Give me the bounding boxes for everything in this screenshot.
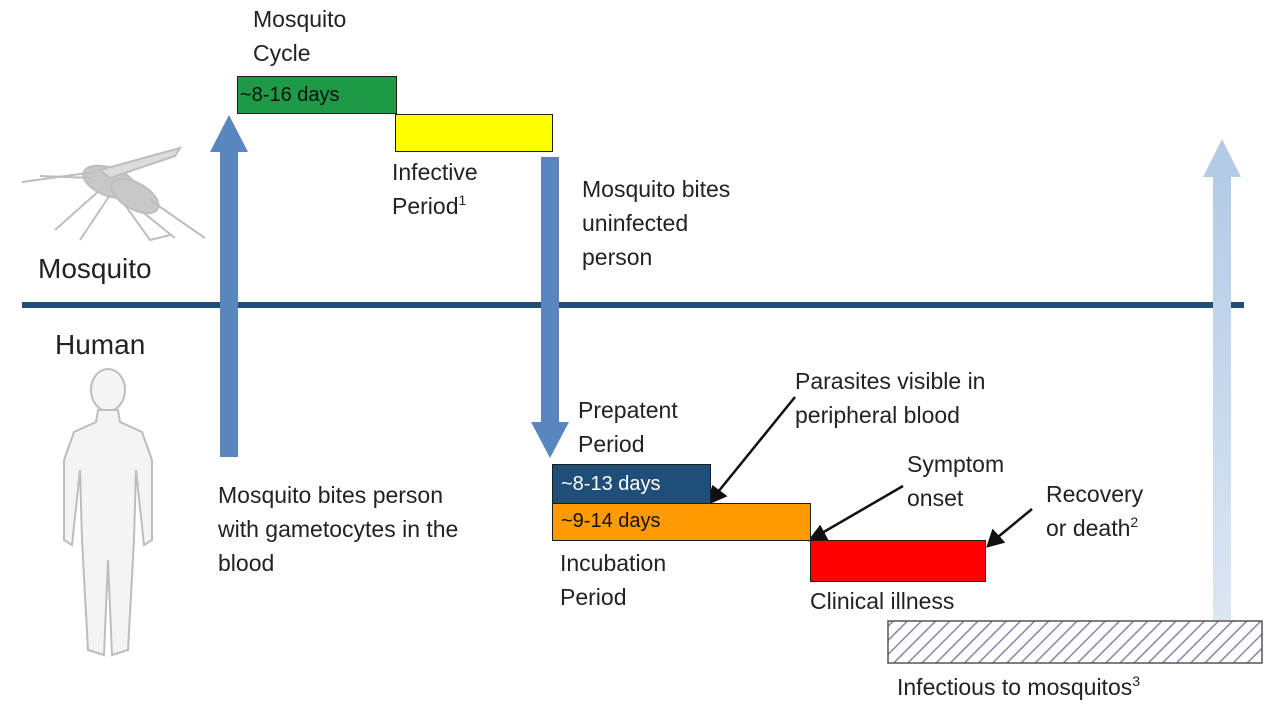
recovery-or-death-label: Recovery or death2 [1046,477,1143,545]
pointer-symptom-onset [810,486,903,540]
infectious-to-mosquitos-label: Infectious to mosquitos3 [897,670,1140,704]
mosquito-cycle-duration-text: ~8-16 days [240,84,340,106]
incubation-period-label: Incubation Period [560,546,666,614]
clinical-illness-label: Clinical illness [810,584,954,618]
human-section-label: Human [55,328,145,362]
recovery-footnote: 2 [1130,514,1138,530]
prepatent-period-text: ~8-13 days [561,473,661,495]
incubation-period-text: ~9-14 days [561,510,661,532]
prepatent-period-box: ~8-13 days [552,464,711,504]
clinical-illness-box [810,540,986,582]
mosquito-cycle-duration-box: ~8-16 days [237,76,397,114]
mosquito-bites-uninfected-label: Mosquito bites uninfected person [582,172,730,274]
mosquito-section-label: Mosquito [38,252,152,286]
pointer-parasites-visible [709,397,795,503]
incubation-period-box: ~9-14 days [552,503,811,541]
mosquito-bites-gametocytes-label: Mosquito bites person with gametocytes i… [218,478,458,580]
infective-period-text: Infective Period [392,159,478,219]
mosquito-cycle-title: Mosquito Cycle [253,2,346,70]
up-arrow [210,115,248,457]
recovery-or-death-text: Recovery or death [1046,481,1143,541]
human-icon [64,369,152,655]
infective-period-label: Infective Period1 [392,155,478,223]
infectious-to-mosquitos-text: Infectious to mosquitos [897,674,1132,700]
faded-up-arrow [1203,139,1241,620]
symptom-onset-label: Symptom onset [907,447,1004,515]
parasites-visible-label: Parasites visible in peripheral blood [795,364,985,432]
infectious-bar [888,621,1262,663]
mosquito-icon [22,148,205,240]
infective-period-box [395,114,553,152]
prepatent-period-label: Prepatent Period [578,393,678,461]
infective-period-footnote: 1 [458,192,466,208]
infectious-footnote: 3 [1132,673,1140,689]
